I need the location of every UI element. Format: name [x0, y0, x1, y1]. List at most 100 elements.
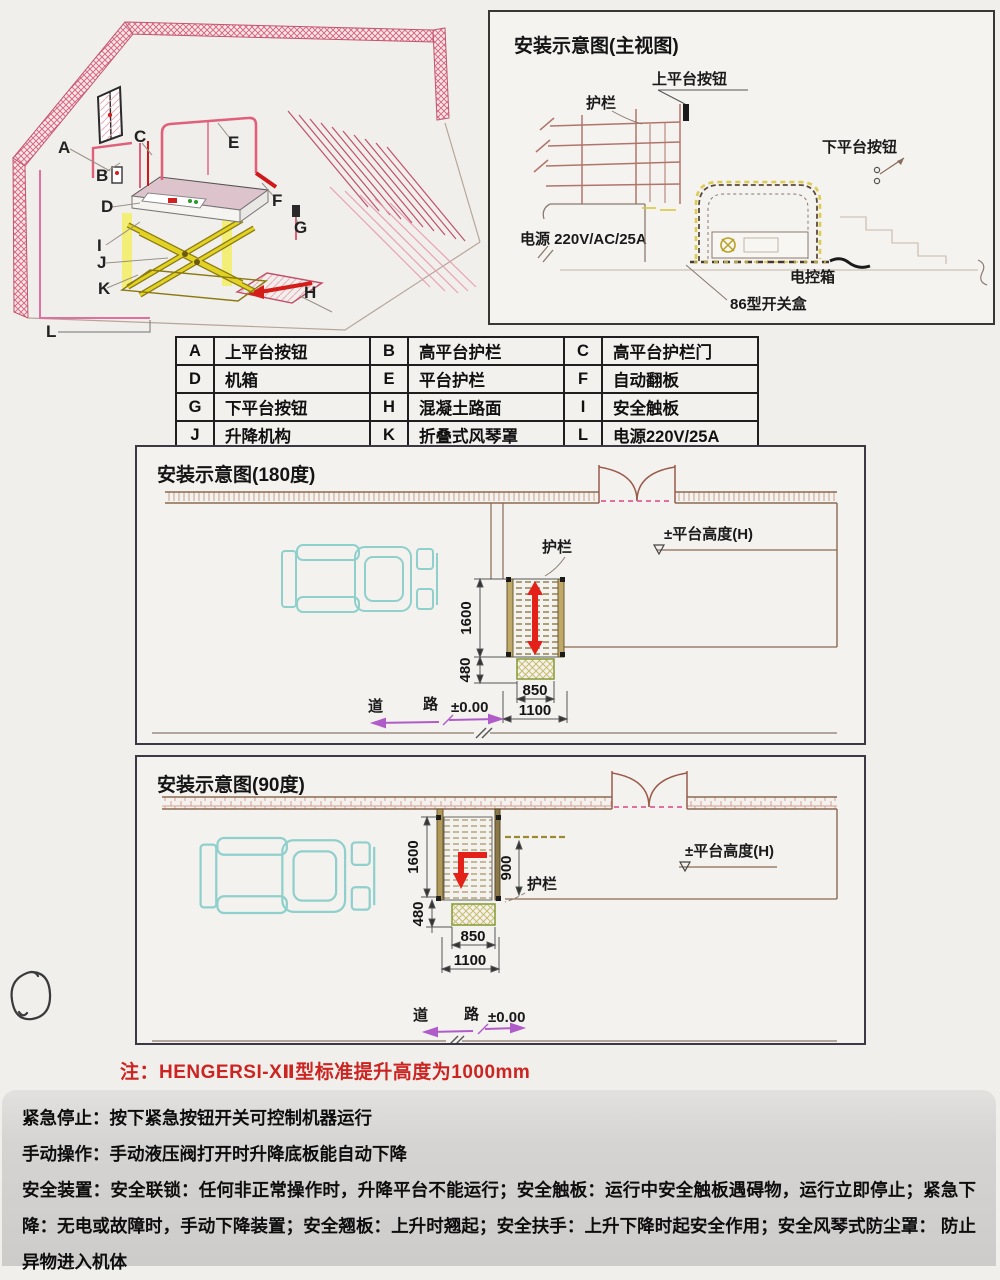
main-view-title: 安装示意图(主视图)	[514, 34, 679, 57]
label-F: F	[272, 191, 282, 210]
wheelchair-sketch-180	[281, 544, 438, 613]
lift-platform-180	[506, 577, 565, 658]
legend-key: G	[175, 392, 215, 422]
d90-guardrail-label: 护栏	[527, 875, 557, 893]
recess-walls	[490, 503, 837, 648]
road-label-r-90: 路	[464, 1005, 480, 1023]
label-E: E	[228, 133, 239, 152]
part-letter-labels: A B C D E F G H I J K L	[46, 122, 333, 341]
main-view-box: 安装示意图(主视图) 护栏 上平台按钮 下平台按钮 电源 220V/AC/25A	[488, 10, 995, 325]
legend-label: 高平台护栏门	[601, 336, 759, 366]
legend-key: C	[563, 336, 603, 366]
level-mark-90	[678, 861, 692, 873]
lower-button	[873, 166, 881, 174]
double-door-90	[611, 771, 688, 809]
scissor-lift	[120, 211, 268, 302]
upper-guardrail	[533, 104, 681, 204]
dim-480-180	[474, 655, 517, 685]
legend-key: E	[369, 364, 409, 394]
switch-box-label: 86型开关盒	[730, 295, 808, 313]
legend-key: B	[369, 336, 409, 366]
power-cable	[829, 257, 871, 269]
diagram-180-drawing: 安装示意图(180度) ±平台高度(H) 护栏	[152, 463, 838, 739]
lower-button-label: 下平台按钮	[822, 138, 897, 156]
floor-outline	[27, 122, 481, 331]
legend-label: 平台护栏	[407, 364, 565, 394]
upper-button	[683, 104, 689, 121]
turn-arrow	[453, 852, 487, 889]
main-view-drawing: 安装示意图(主视图) 护栏 上平台按钮 下平台按钮 电源 220V/AC/25A	[514, 34, 988, 313]
legend-key: D	[175, 364, 215, 394]
lift-platform-deck	[130, 176, 270, 223]
d90-height-label: ±平台高度(H)	[685, 842, 774, 860]
diagram-90-drawing: 安装示意图(90度) 900 护栏	[152, 771, 838, 1047]
dim-1600-90	[421, 815, 437, 899]
legend-label: 上平台按钮	[213, 336, 371, 366]
auto-flap	[254, 171, 278, 189]
lower-call-button	[292, 205, 300, 217]
dim-1600-90-text: 1600	[405, 840, 422, 873]
dim-480-90	[426, 898, 452, 933]
road-level-90: ±0.00	[488, 1009, 525, 1026]
label-C: C	[134, 127, 146, 146]
safety-line-emergency-stop: 紧急停止：按下紧急按钮开关可控制机器运行	[22, 1108, 372, 1128]
up-down-arrow	[527, 581, 543, 655]
platform-guardrails	[39, 116, 300, 333]
pit-hatch-180	[516, 658, 555, 680]
dim-480-90-text: 480	[410, 901, 427, 926]
road-label-l: 道	[368, 697, 383, 715]
dim-850-90	[450, 927, 497, 949]
label-I: I	[97, 236, 102, 255]
road-label-r: 路	[423, 695, 439, 713]
floor-hatch-light	[329, 186, 477, 294]
legend-key: F	[563, 364, 603, 394]
note-line: 注：HENGERSI-XⅡ型标准提升高度为1000mm	[120, 1062, 531, 1083]
safety-line-safety-devices: 安全装置：安全联锁：任何非正常操作时，升降平台不能运行；安全触板：运行中安全触板…	[22, 1180, 976, 1272]
dim-1100-90	[440, 937, 501, 973]
d180-guardrail-label: 护栏	[542, 538, 572, 556]
legend-label: 安全触板	[601, 392, 759, 422]
dim-900-text: 900	[498, 855, 515, 880]
legend-label: 混凝土路面	[407, 392, 565, 422]
dim-1100-180	[501, 691, 569, 723]
guardrail-label: 护栏	[586, 94, 616, 112]
wall-180	[165, 491, 838, 647]
diagram-90-box: 安装示意图(90度) 900 护栏	[135, 755, 866, 1047]
safety-line-manual-operation: 手动操作：手动液压阀打开时升降底板能自动下降	[22, 1144, 407, 1164]
floor-profile	[537, 203, 988, 286]
power-line	[39, 170, 150, 319]
room-walls	[12, 21, 450, 319]
dim-850-180	[515, 681, 556, 703]
wall-90	[162, 796, 838, 899]
lift-platform	[642, 180, 871, 269]
double-door-180	[598, 465, 676, 503]
level-mark	[652, 544, 666, 556]
upper-button-label: 上平台按钮	[652, 70, 727, 88]
dim-1100-90-text: 1100	[454, 952, 487, 969]
label-A: A	[58, 138, 70, 157]
lift-platform-90	[436, 808, 501, 901]
legend-label: 自动翻板	[601, 364, 759, 394]
stairs-profile	[840, 216, 947, 264]
dim-850-90-text: 850	[460, 928, 485, 945]
stair-hatch-lines	[287, 110, 466, 242]
machine-box	[711, 231, 809, 259]
isometric-room-diagram: A B C D E F G H I J K L	[12, 21, 481, 341]
dim-1600-text: 1600	[458, 601, 475, 634]
road-level: ±0.00	[451, 699, 488, 716]
legend-label: 下平台按钮	[213, 392, 371, 422]
power-label: 电源 220V/AC/25A	[520, 230, 647, 248]
control-box-label: 电控箱	[790, 268, 835, 286]
dim-850-text: 850	[522, 682, 547, 699]
dim-480-text: 480	[457, 657, 474, 682]
diagram-180-box: 安装示意图(180度) ±平台高度(H) 护栏	[135, 445, 866, 745]
road-label-l-90: 道	[413, 1006, 428, 1024]
dim-900	[515, 839, 523, 897]
wall-window	[96, 85, 124, 145]
wheelchair-sketch-90	[199, 836, 376, 915]
label-G: G	[294, 218, 307, 237]
dim-1100-text: 1100	[519, 702, 552, 719]
legend-label: 机箱	[213, 364, 371, 394]
d180-height-label: ±平台高度(H)	[664, 525, 753, 543]
